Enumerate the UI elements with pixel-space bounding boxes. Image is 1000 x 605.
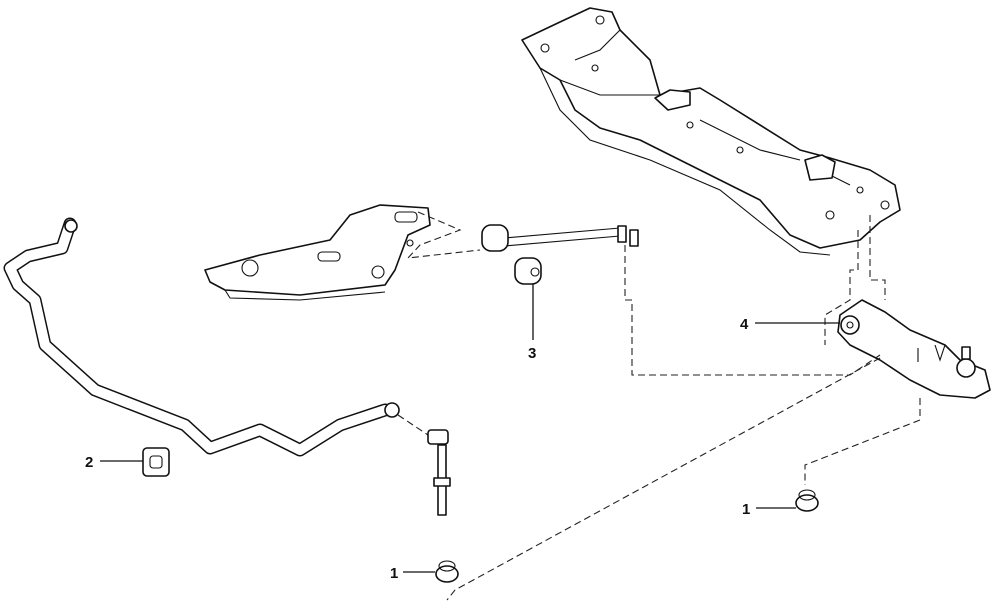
callout-1-right: 1 (742, 501, 796, 518)
callout-label: 3 (528, 345, 536, 362)
tension-rod (481, 224, 639, 285)
callout-1-left: 1 (390, 565, 435, 582)
callout-4: 4 (740, 316, 840, 333)
callout-2: 2 (85, 454, 143, 471)
callout-label: 1 (742, 501, 750, 518)
callout-3: 3 (528, 284, 536, 362)
stabilizer-bar (3, 217, 400, 457)
tension-rod-bracket (204, 204, 431, 301)
callout-label: 1 (390, 565, 398, 582)
callout-label: 4 (740, 316, 749, 333)
stabilizer-bushing (142, 447, 170, 477)
bushing-lower-left (435, 560, 459, 583)
bushing-lower-right (795, 489, 819, 512)
lower-control-arm (837, 299, 991, 399)
stabilizer-link (397, 414, 451, 516)
callout-label: 2 (85, 454, 93, 471)
front-subframe (521, 7, 901, 256)
assembly-lines (406, 211, 921, 601)
